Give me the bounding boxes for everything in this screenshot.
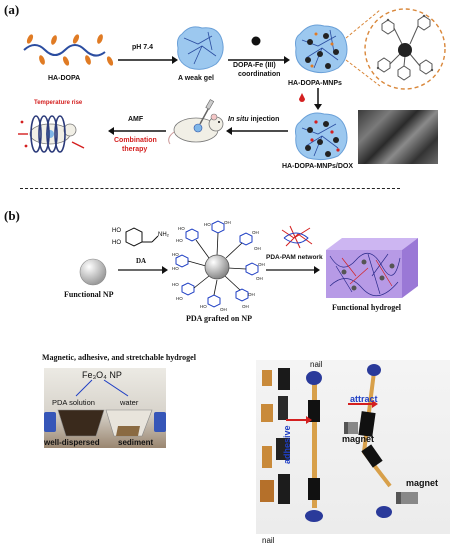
svg-text:OH: OH <box>254 246 261 251</box>
temperature-rise-label: Temperature rise <box>34 100 83 106</box>
svg-text:OH: OH <box>252 230 259 235</box>
clip-left <box>44 412 56 432</box>
vials-illustration <box>57 409 153 437</box>
fe-particle-icon <box>251 36 261 46</box>
arrow-right-icon <box>266 266 320 274</box>
amf-label: AMF <box>128 116 144 123</box>
nail-bottom-label: nail <box>262 536 275 545</box>
zoom-lines-icon <box>345 9 381 87</box>
in-situ-text: In situ <box>228 116 249 123</box>
magnet2-label: magnet <box>406 478 439 488</box>
svg-text:HO: HO <box>172 282 179 287</box>
svg-text:HO: HO <box>200 304 207 309</box>
pda-solution-label: PDA solution <box>52 398 95 407</box>
mnps-dox-label: HA-DOPA-MNPs/DOX <box>282 163 354 170</box>
svg-text:OH: OH <box>242 304 249 309</box>
pda-grafted-label: PDA grafted on NP <box>186 314 252 323</box>
svg-text:HO: HO <box>176 296 183 301</box>
svg-text:HO: HO <box>112 240 121 246</box>
functional-np-label: Functional NP <box>64 290 114 299</box>
injection-text: injection <box>248 116 280 123</box>
arrow-left-icon <box>226 127 288 135</box>
weak-gel-icon <box>177 26 224 70</box>
svg-text:HO: HO <box>204 222 211 227</box>
functional-hydrogel-label: Functional hydrogel <box>332 303 401 312</box>
functional-np-icon <box>79 258 107 286</box>
pda-grafted-np-icon: HO OH OH OH OH OH OH OH HO OH HO HO HO HO HO HO <box>172 220 265 312</box>
molecular-structure-icon <box>364 8 446 90</box>
combination-line1: Combination <box>114 137 157 144</box>
pda-pam-network-icon <box>281 225 313 249</box>
da-label: DA <box>136 257 147 265</box>
label-pointer-lines <box>75 379 129 397</box>
well-dispersed-label: well-dispersed <box>44 438 100 447</box>
mnps-label: HA-DOPA-MNPs <box>288 80 342 87</box>
attract-label: attract <box>350 394 378 404</box>
panel-b-label: (b) <box>4 208 20 223</box>
nail-top-label: nail <box>310 360 323 369</box>
photo-section-title: Magnetic, adhesive, and stretchable hydr… <box>42 353 196 362</box>
svg-text:NH₂: NH₂ <box>158 232 170 238</box>
svg-text:OH: OH <box>220 307 227 312</box>
combination-line2: therapy <box>122 146 148 153</box>
ha-dopa-chain-icon <box>23 34 114 66</box>
coordination-line1: DOPA-Fe (III) <box>233 62 276 69</box>
dox-drop-icon <box>299 93 305 102</box>
mnp-gel-icon <box>295 24 348 74</box>
svg-text:HO: HO <box>172 252 179 257</box>
pda-pam-label: PDA-PAM network <box>266 254 323 261</box>
svg-text:OH: OH <box>258 262 265 267</box>
hydrogel-strips-illustration <box>260 364 418 522</box>
arrow-right-icon <box>118 266 168 274</box>
functional-hydrogel-icon <box>326 238 418 298</box>
dopamine-molecule-icon: NH₂ HO HO <box>112 227 170 247</box>
panel-divider <box>20 188 400 189</box>
arrow-right-icon <box>228 56 290 64</box>
hydrogel-photo: nail attract adhesive magnet magnet <box>256 360 450 534</box>
magnet1-label: magnet <box>342 434 375 444</box>
svg-text:OH: OH <box>256 276 263 281</box>
mnp-dox-gel-icon <box>295 112 348 161</box>
svg-text:HO: HO <box>112 228 121 234</box>
coordination-line2: coordination <box>238 71 281 78</box>
mouse-injection-icon <box>168 99 224 145</box>
svg-text:OH: OH <box>248 292 255 297</box>
ph-label: pH 7.4 <box>132 44 154 51</box>
ha-dopa-label: HA-DOPA <box>48 75 81 82</box>
adhesive-label: adhesive <box>282 425 292 464</box>
svg-text:HO: HO <box>172 266 179 271</box>
fe3o4-label: Fe₃O₄ NP <box>82 370 122 380</box>
water-label: water <box>120 398 139 407</box>
sem-micrograph <box>358 110 438 164</box>
svg-text:HO: HO <box>176 238 183 243</box>
arrow-down-icon <box>314 88 322 110</box>
amf-coil-icon <box>18 115 85 153</box>
svg-text:HO: HO <box>178 226 185 231</box>
svg-text:OH: OH <box>224 220 231 225</box>
panel-a-label: (a) <box>4 2 20 17</box>
injection-label: In situ injection <box>228 116 279 123</box>
arrow-right-icon <box>118 56 178 64</box>
clip-right <box>154 412 166 432</box>
weak-gel-label: A weak gel <box>178 75 214 82</box>
dispersion-photo: Fe₃O₄ NP PDA solution water <box>44 368 166 448</box>
sediment-label: sediment <box>118 438 154 447</box>
arrow-left-icon <box>108 127 166 135</box>
